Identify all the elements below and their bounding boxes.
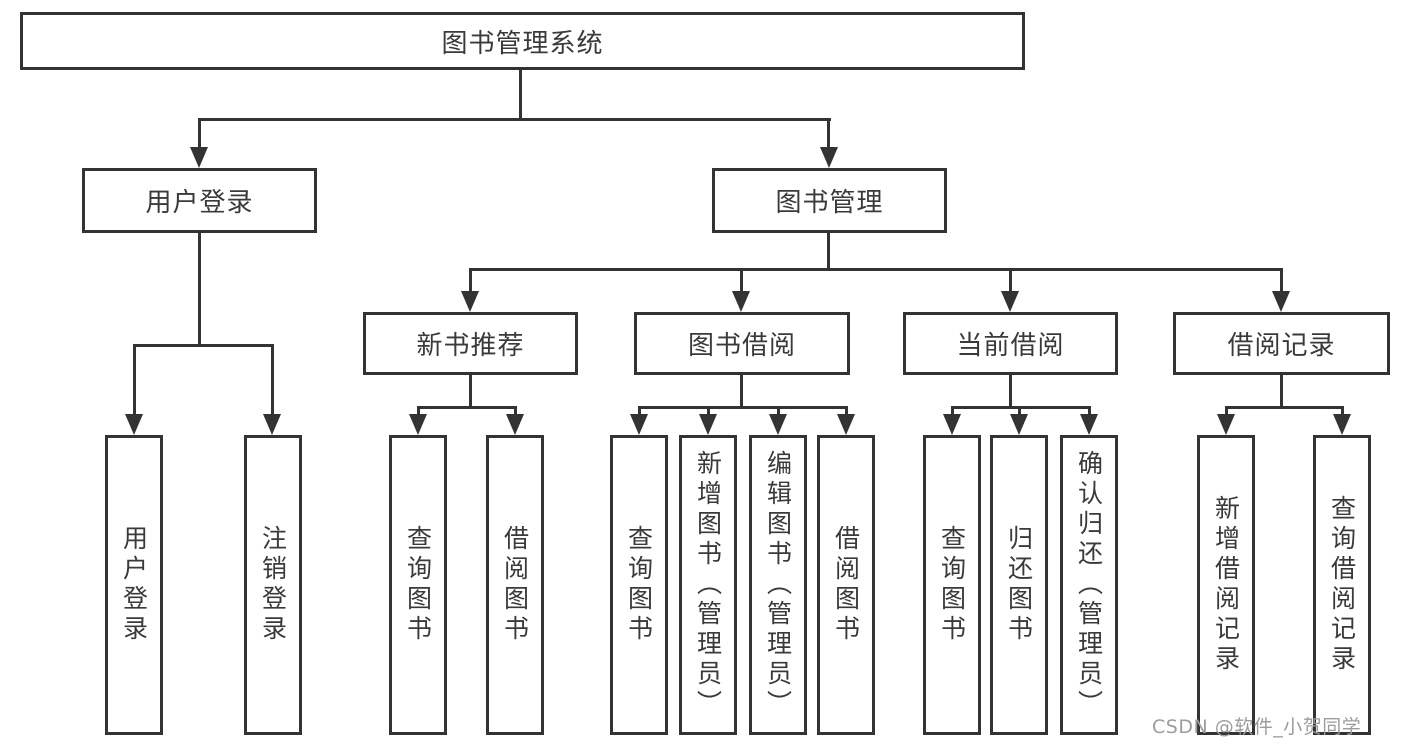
connector-recommend-vertical bbox=[469, 375, 472, 408]
connector-stub-book-management bbox=[827, 118, 830, 152]
connector-stub-login-leaf bbox=[133, 344, 136, 418]
leaf-logout: 注销登录 bbox=[244, 435, 302, 735]
leaf-label: 新增图书（管理员） bbox=[693, 450, 723, 720]
leaf-label: 查询图书 bbox=[937, 525, 967, 645]
leaf-label: 新增借阅记录 bbox=[1211, 495, 1241, 675]
arrow-down-icon bbox=[190, 147, 208, 168]
arrow-down-icon bbox=[769, 414, 787, 435]
leaf-current-confirm-return-admin: 确认归还（管理员） bbox=[1060, 435, 1118, 735]
arrow-down-icon bbox=[699, 414, 717, 435]
node-book-borrowing: 图书借阅 bbox=[634, 312, 850, 375]
leaf-borrowing-edit-books-admin: 编辑图书（管理员） bbox=[749, 435, 807, 735]
arrow-down-icon bbox=[1217, 414, 1235, 435]
connector-user-login-vertical bbox=[198, 233, 201, 346]
arrow-down-icon bbox=[506, 414, 524, 435]
connector-stub bbox=[845, 406, 848, 418]
arrow-down-icon bbox=[263, 414, 281, 435]
node-current-borrowing: 当前借阅 bbox=[903, 312, 1118, 375]
connector-stub bbox=[417, 406, 420, 418]
connector-stub-current-borrowing bbox=[1009, 268, 1012, 295]
connector-records-vertical bbox=[1280, 375, 1283, 408]
leaf-label: 编辑图书（管理员） bbox=[763, 450, 793, 720]
connector-stub bbox=[1341, 406, 1344, 418]
arrow-down-icon bbox=[461, 291, 479, 312]
leaf-user-login: 用户登录 bbox=[105, 435, 163, 735]
connector-stub-book-borrowing bbox=[740, 268, 743, 295]
node-borrowing-records: 借阅记录 bbox=[1173, 312, 1390, 375]
arrow-down-icon bbox=[1010, 414, 1028, 435]
arrow-down-icon bbox=[1080, 414, 1098, 435]
connector-current-vertical bbox=[1009, 375, 1012, 408]
leaf-label: 查询图书 bbox=[403, 525, 433, 645]
watermark: CSDN @软件_小贺同学 bbox=[1152, 716, 1362, 738]
connector-stub bbox=[514, 406, 517, 418]
arrow-down-icon bbox=[1272, 291, 1290, 312]
connector-stub bbox=[1018, 406, 1021, 418]
leaf-current-query-books: 查询图书 bbox=[923, 435, 981, 735]
arrow-down-icon bbox=[1001, 291, 1019, 312]
connector-stub bbox=[1225, 406, 1228, 418]
leaf-borrowing-borrow-books: 借阅图书 bbox=[817, 435, 875, 735]
leaf-records-add-record: 新增借阅记录 bbox=[1197, 435, 1255, 735]
leaf-label: 确认归还（管理员） bbox=[1074, 450, 1104, 720]
connector-stub bbox=[638, 406, 641, 418]
leaf-recommend-borrow-books: 借阅图书 bbox=[486, 435, 544, 735]
arrow-down-icon bbox=[732, 291, 750, 312]
leaf-current-return-books: 归还图书 bbox=[990, 435, 1048, 735]
leaf-label: 借阅图书 bbox=[831, 525, 861, 645]
leaf-borrowing-add-books-admin: 新增图书（管理员） bbox=[679, 435, 737, 735]
arrow-down-icon bbox=[943, 414, 961, 435]
leaf-borrowing-query-books: 查询图书 bbox=[610, 435, 668, 735]
connector-stub-new-book-recommend bbox=[469, 268, 472, 295]
arrow-down-icon bbox=[837, 414, 855, 435]
connector-stub bbox=[1088, 406, 1091, 418]
connector-stub bbox=[951, 406, 954, 418]
leaf-recommend-query-books: 查询图书 bbox=[389, 435, 447, 735]
connector-stub-logout-leaf bbox=[271, 344, 274, 418]
leaf-label: 借阅图书 bbox=[500, 525, 530, 645]
arrow-down-icon bbox=[820, 147, 838, 168]
connector-root-horizontal bbox=[198, 118, 831, 121]
connector-book-management-vertical bbox=[827, 233, 830, 270]
node-user-login: 用户登录 bbox=[82, 168, 317, 233]
leaf-label: 注销登录 bbox=[258, 525, 288, 645]
node-new-book-recommend: 新书推荐 bbox=[363, 312, 578, 375]
node-book-management: 图书管理 bbox=[712, 168, 947, 233]
connector-borrowing-horizontal bbox=[638, 406, 848, 409]
connector-current-horizontal bbox=[951, 406, 1091, 409]
leaf-label: 用户登录 bbox=[119, 525, 149, 645]
connector-stub-borrowing-records bbox=[1280, 268, 1283, 295]
leaf-label: 查询借阅记录 bbox=[1327, 495, 1357, 675]
connector-root-vertical bbox=[519, 70, 522, 120]
leaf-label: 归还图书 bbox=[1004, 525, 1034, 645]
connector-recommend-horizontal bbox=[417, 406, 517, 409]
arrow-down-icon bbox=[1333, 414, 1351, 435]
connector-user-login-horizontal bbox=[133, 344, 274, 347]
arrow-down-icon bbox=[630, 414, 648, 435]
connector-stub-user-login bbox=[198, 118, 201, 152]
connector-stub bbox=[777, 406, 780, 418]
connector-borrowing-vertical bbox=[740, 375, 743, 408]
node-root-library-management-system: 图书管理系统 bbox=[20, 12, 1025, 70]
arrow-down-icon bbox=[125, 414, 143, 435]
arrow-down-icon bbox=[409, 414, 427, 435]
connector-stub bbox=[707, 406, 710, 418]
connector-records-horizontal bbox=[1225, 406, 1344, 409]
leaf-label: 查询图书 bbox=[624, 525, 654, 645]
leaf-records-query-record: 查询借阅记录 bbox=[1313, 435, 1371, 735]
connector-book-management-horizontal bbox=[469, 268, 1283, 271]
